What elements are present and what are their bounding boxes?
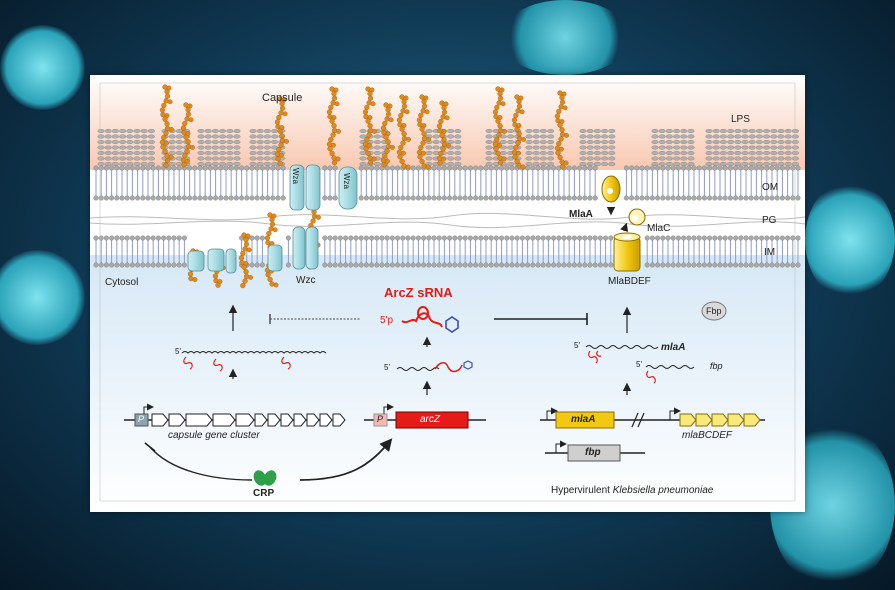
fbp-mrna-line [645, 365, 695, 384]
organism-name: Klebsiella pneumoniae [612, 485, 714, 496]
figure-panel: Capsule LPS OM PG IM Cytosol Wza Wza Wzc… [90, 75, 805, 512]
crp-protein-shape [253, 470, 277, 486]
mlaa-protein-shape [601, 175, 621, 203]
arcz-gene-locus [364, 403, 486, 429]
background-bacterium [0, 25, 85, 110]
mlac-protein-shape [628, 208, 646, 226]
arcz-5p-label: 5'p [380, 315, 394, 326]
fbp-gene-label: fbp [585, 447, 601, 458]
crp-repression-bar [144, 442, 156, 452]
five-prime-mlaa: 5' [574, 341, 580, 350]
inhibition-arcz-mlaa [494, 313, 588, 325]
mlaa-protein-label: MlaA [569, 209, 593, 220]
mlabcdef-gene-label: mlaBCDEF [682, 430, 733, 441]
crp-label: CRP [253, 488, 275, 499]
arcz-gene-label: arcZ [420, 414, 440, 425]
capsule-label: Capsule [262, 92, 303, 104]
om-label: OM [762, 182, 779, 193]
mla-locus [540, 407, 765, 429]
lps-label: LPS [731, 114, 750, 125]
fbp-gene-locus [545, 440, 645, 462]
promoter-arcz-label: P [377, 414, 384, 424]
im-label: IM [764, 247, 776, 258]
wzc-complex [187, 226, 319, 274]
mlabdef-complex-shape [613, 232, 641, 272]
cytosol-area [90, 255, 805, 512]
five-prime-fbp: 5' [636, 360, 642, 369]
arcz-srna-title: ArcZ sRNA [384, 285, 453, 300]
wza-channel [289, 164, 358, 211]
arcz-transcript [396, 360, 473, 373]
periplasm [90, 170, 805, 240]
capsule-gene-cluster-label: capsule gene cluster [168, 430, 260, 441]
wzc-label: Wzc [296, 275, 316, 286]
background-bacterium [0, 250, 85, 345]
wza-label-2: Wza [342, 173, 351, 189]
regulation-diagram [90, 75, 805, 512]
pg-label: PG [762, 215, 777, 226]
fbp-protein-label: Fbp [706, 306, 722, 316]
organism-prefix: Hypervirulent [551, 485, 613, 496]
capsule-mrna [181, 351, 327, 372]
fbp-protein-shape [701, 301, 727, 321]
extracellular-space [90, 75, 805, 170]
five-prime-capsule: 5' [175, 347, 181, 356]
arcz-srna-structure [401, 306, 459, 333]
inner-membrane [93, 235, 801, 268]
outer-membrane [93, 165, 801, 201]
cytosol-label: Cytosol [105, 277, 139, 288]
crp-repression-capsule [149, 446, 253, 481]
capsule-gene-cluster [124, 403, 346, 427]
mla-transport-arrow [620, 222, 629, 233]
background-bacterium [500, 0, 630, 75]
mlabdef-label: MlaBDEF [608, 276, 651, 287]
crp-activation-arcz [299, 438, 393, 481]
fbp-mrna-label: fbp [710, 361, 723, 371]
five-prime-arcz: 5' [384, 363, 390, 372]
inhibition-arcz-capsule [269, 314, 360, 324]
background-bacterium [805, 180, 895, 300]
mlaa-mrna-label: mlaA [661, 342, 686, 353]
mlac-label: MlaC [647, 223, 671, 234]
figure-border [99, 82, 796, 502]
wza-label-1: Wza [291, 168, 300, 184]
mlaa-mrna-line [585, 345, 659, 364]
peptidoglycan-layer [90, 212, 805, 229]
mlaa-gene-label: mlaA [571, 414, 596, 425]
promoter-capsule-label: P [138, 414, 145, 424]
organism-caption: Hypervirulent Klebsiella pneumoniae [551, 485, 713, 496]
